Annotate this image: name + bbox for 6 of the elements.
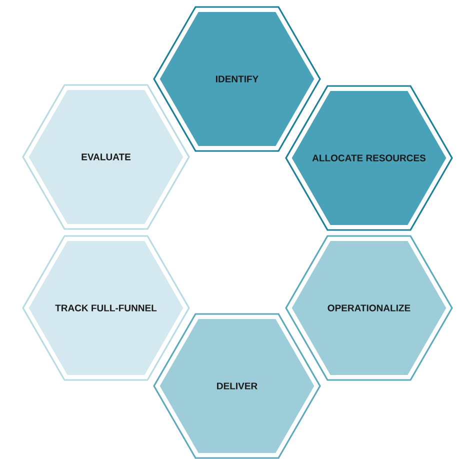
hexagon: OPERATIONALIZE — [285, 235, 453, 381]
hexagon: DELIVER — [153, 313, 321, 459]
hexagon: TRACK FULL-FUNNEL — [22, 235, 190, 381]
hexagon: ALLOCATE RESOURCES — [285, 85, 453, 231]
hexagon: EVALUATE — [22, 84, 190, 230]
hexagon: IDENTIFY — [153, 6, 321, 152]
